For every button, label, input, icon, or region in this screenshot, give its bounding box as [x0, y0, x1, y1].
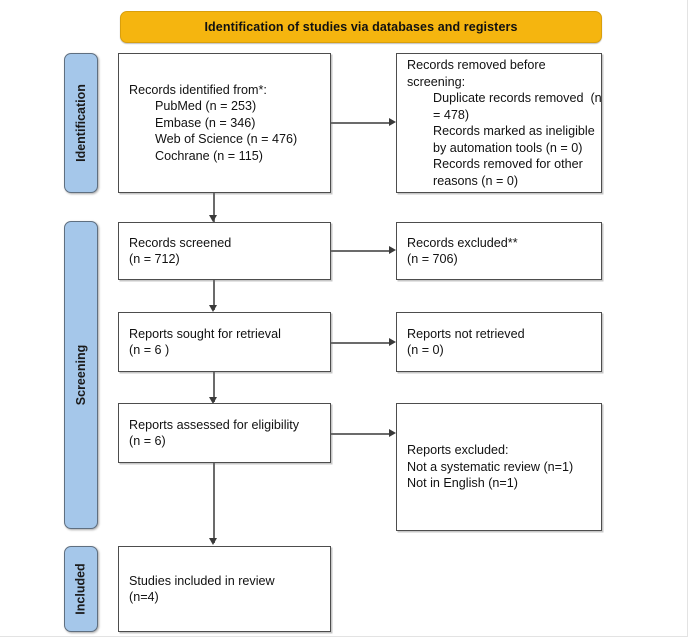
connector-sought-to-not-retrieved	[331, 342, 389, 344]
records-removed-heading-colon: :	[461, 74, 466, 89]
records-identified-pubmed: PubMed (n = 253)	[155, 99, 257, 114]
diagram-header-banner: Identification of studies via databases …	[120, 11, 602, 43]
records-removed-automation-line1: Records marked as ineligible	[433, 124, 595, 138]
reports-excluded-heading: Reports excluded:	[407, 443, 509, 458]
stage-label-identification: Identification	[64, 53, 98, 193]
studies-included-label: Studies included in review	[129, 573, 275, 588]
records-removed-other-line1: Records removed for other	[433, 157, 583, 171]
reports-excluded-reason-1: Not a systematic review (n=1)	[407, 459, 574, 474]
box-records-screened: Records screened (n = 712)	[118, 222, 331, 280]
reports-assessed-label: Reports assessed for eligibility	[129, 417, 300, 432]
records-removed-heading-emph2: screening	[407, 74, 462, 89]
records-removed-heading-line1: Records removed before	[407, 57, 591, 74]
records-identified-web-of-science: Web of Science (n = 476)	[155, 132, 298, 147]
records-identified-embase: Embase (n = 346)	[155, 115, 256, 130]
connector-screened-to-excluded	[331, 250, 389, 252]
records-excluded-label: Records excluded**	[407, 235, 518, 250]
studies-included-count: (n=4)	[129, 590, 159, 604]
box-reports-assessed: Reports assessed for eligibility (n = 6)	[118, 403, 331, 463]
records-removed-heading-emph1: before	[509, 58, 546, 72]
diagram-title: Identification of studies via databases …	[204, 20, 518, 34]
records-removed-automation-line2: by automation tools (n = 0)	[433, 140, 583, 155]
connector-screened-to-sought	[213, 280, 215, 310]
stage-label-screening-text: Screening	[74, 344, 88, 406]
records-screened-count: (n = 712)	[129, 252, 180, 266]
arrowhead-sought-to-not-retrieved	[389, 338, 396, 346]
records-excluded-count: (n = 706)	[407, 252, 458, 266]
records-removed-duplicates-line2: = 478)	[433, 107, 470, 122]
reports-sought-count: (n = 6 )	[129, 343, 170, 357]
reports-excluded-reason-2: Not in English (n=1)	[407, 476, 518, 491]
arrowhead-screened-to-excluded	[389, 246, 396, 254]
arrowhead-sought-to-assessed	[209, 397, 217, 404]
reports-not-retrieved-count: (n = 0)	[407, 343, 444, 357]
arrowhead-assessed-to-included	[209, 538, 217, 545]
connector-assessed-to-reports-excluded	[331, 433, 389, 435]
records-removed-other-line2: reasons (n = 0)	[433, 173, 519, 188]
records-removed-duplicates-line1: Duplicate records removed (n	[433, 91, 602, 105]
box-reports-excluded: Reports excluded: Not a systematic revie…	[396, 403, 602, 531]
stage-label-identification-text: Identification	[74, 84, 88, 162]
arrowhead-screened-to-sought	[209, 305, 217, 312]
records-identified-heading: Records identified from*:	[129, 82, 267, 97]
connector-sought-to-assessed	[213, 372, 215, 402]
records-identified-cochrane: Cochrane (n = 115)	[155, 148, 263, 163]
box-reports-sought: Reports sought for retrieval (n = 6 )	[118, 312, 331, 372]
box-studies-included: Studies included in review (n=4)	[118, 546, 331, 632]
records-removed-heading-text: Records removed	[407, 58, 510, 72]
arrowhead-assessed-to-reports-excluded	[389, 429, 396, 437]
stage-label-included: Included	[64, 546, 98, 632]
box-reports-not-retrieved: Reports not retrieved (n = 0)	[396, 312, 602, 372]
connector-identified-to-removed	[331, 122, 389, 124]
box-records-identified: Records identified from*: PubMed (n = 25…	[118, 53, 331, 193]
connector-identified-to-screened	[213, 193, 215, 222]
arrowhead-identified-to-removed	[389, 118, 396, 126]
connector-assessed-to-included	[213, 463, 215, 543]
reports-not-retrieved-label: Reports not retrieved	[407, 326, 525, 341]
reports-sought-label: Reports sought for retrieval	[129, 326, 281, 341]
records-removed-heading-line2: screening:	[407, 74, 591, 91]
records-screened-label: Records screened	[129, 235, 232, 250]
reports-assessed-count: (n = 6)	[129, 434, 166, 448]
stage-label-screening: Screening	[64, 221, 98, 529]
stage-label-included-text: Included	[74, 563, 88, 615]
box-records-removed-before-screening: Records removed before screening: Duplic…	[396, 53, 602, 193]
box-records-excluded: Records excluded** (n = 706)	[396, 222, 602, 280]
arrowhead-identified-to-screened	[209, 215, 217, 222]
